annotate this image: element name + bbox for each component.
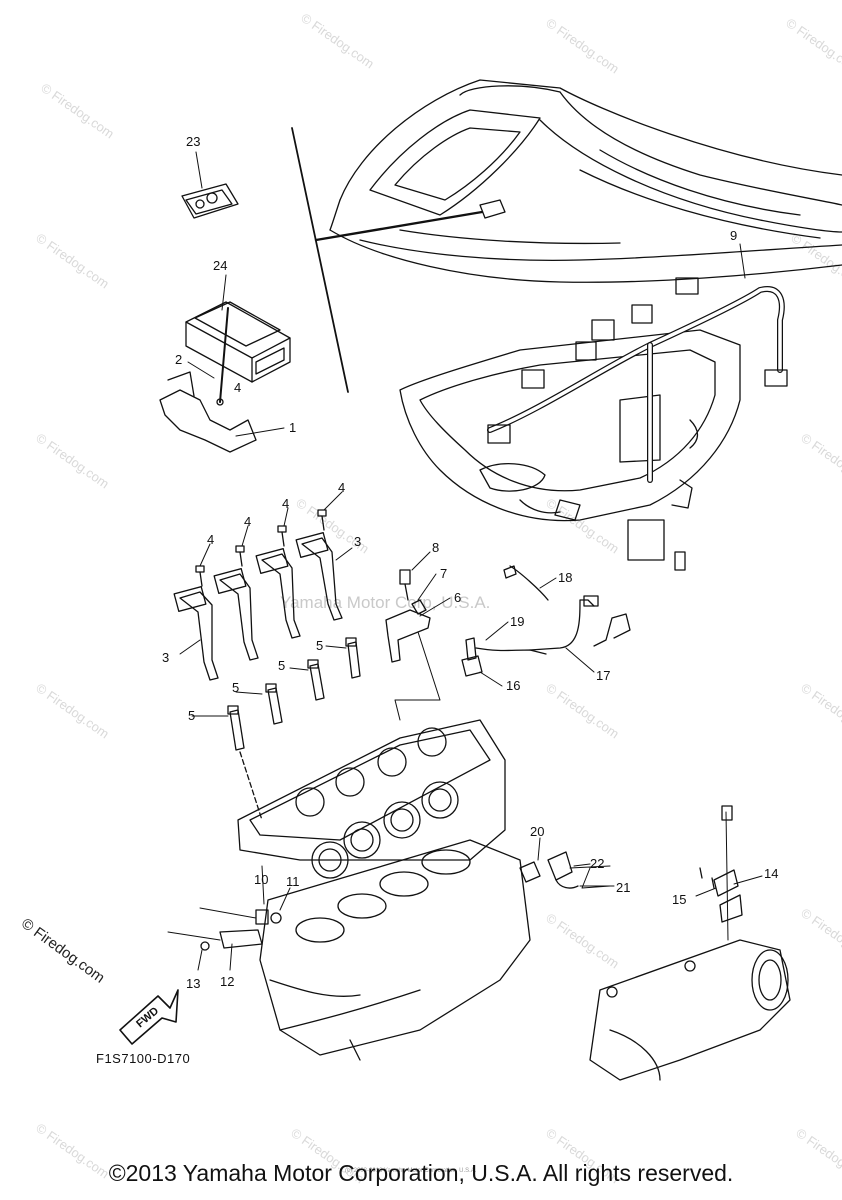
watermark-tile: © Firedog.com	[543, 910, 622, 971]
callout-4c: 4	[282, 496, 289, 511]
callout-17: 17	[596, 668, 610, 683]
key-fob	[181, 183, 239, 219]
callout-18: 18	[558, 570, 572, 585]
callout-13: 13	[186, 976, 200, 991]
callout-5b: 5	[232, 680, 239, 695]
center-watermark: Yamaha Motor Corp, U.S.A.	[280, 593, 490, 612]
wire-harness	[487, 277, 788, 571]
left-sensors	[167, 907, 282, 951]
callout-5a: 5	[188, 708, 195, 723]
callout-22: 22	[590, 856, 604, 871]
bracket-assembly	[159, 307, 257, 453]
diagram-code: F1S7100-D170	[96, 1051, 191, 1066]
callout-21: 21	[616, 880, 630, 895]
tiny-notice: (c) 2003-2016 Yamaha Motor Corporation, …	[345, 1168, 477, 1174]
watermark-tile: © Firedog.com	[33, 680, 112, 741]
callout-3a: 3	[354, 534, 361, 549]
callout-3b: 3	[162, 650, 169, 665]
section-divider	[291, 127, 349, 393]
watermark-tile: © Firedog.com	[543, 495, 622, 556]
callout-5c: 5	[278, 658, 285, 673]
callout-11: 11	[286, 874, 300, 889]
callout-23: 23	[186, 134, 200, 149]
callout-14: 14	[764, 866, 778, 881]
right-sensors	[461, 565, 631, 677]
callout-4e: 4	[234, 380, 241, 395]
ignition-coils	[173, 532, 343, 681]
callout-10: 10	[254, 872, 268, 887]
watermark-tile: © Firedog.com	[543, 680, 622, 741]
callout-12: 12	[220, 974, 234, 989]
callout-4d: 4	[338, 480, 345, 495]
callouts: 1 2 3 3 4 4 4 4 4 5 5 5 5 6 7 8 9 10 11 …	[162, 134, 778, 991]
engine-top-assembly	[399, 329, 741, 522]
callout-1: 1	[289, 420, 296, 435]
knock-sensor	[519, 851, 611, 889]
callout-15: 15	[672, 892, 686, 907]
watermark-tile: © Firedog.com	[783, 15, 842, 76]
fwd-arrow	[119, 989, 179, 1045]
callout-4b: 4	[244, 514, 251, 529]
callout-9: 9	[730, 228, 737, 243]
watermark-tile: © Firedog.com	[298, 10, 377, 71]
watermark-tile: © Firedog.com	[38, 80, 117, 141]
callout-19: 19	[510, 614, 524, 629]
watermark-tile: © Firedog.com	[33, 430, 112, 491]
callout-5d: 5	[316, 638, 323, 653]
coil-bolts	[195, 509, 327, 587]
cylinder-head	[237, 719, 506, 879]
copyright-footer: ©2013 Yamaha Motor Corporation, U.S.A. A…	[108, 1160, 734, 1186]
watermark-tile: © Firedog.com	[33, 230, 112, 291]
watermark-tile: © Firedog.com	[788, 230, 842, 291]
callout-16: 16	[506, 678, 520, 693]
watermark-tile: © Firedog.com	[798, 430, 842, 491]
watermark-tile: © Firedog.com	[543, 15, 622, 76]
callout-4a: 4	[207, 532, 214, 547]
fwd-label: FWD	[134, 1005, 161, 1030]
watermark-tile: © Firedog.com	[798, 680, 842, 741]
ecu-box	[185, 301, 291, 383]
leader-line	[314, 210, 484, 242]
sensor-bracket-parts	[385, 569, 441, 721]
intake-assembly	[589, 805, 791, 1081]
watermark-tile: © Firedog.com	[798, 905, 842, 966]
spark-plugs	[227, 637, 361, 821]
cylinder-block	[259, 839, 531, 1061]
callout-leaders	[179, 151, 763, 971]
callout-8: 8	[432, 540, 439, 555]
callout-24: 24	[213, 258, 227, 273]
callout-6: 6	[454, 590, 461, 605]
callout-2: 2	[175, 352, 182, 367]
callout-20: 20	[530, 824, 544, 839]
watercraft-hull	[329, 79, 842, 283]
callout-7: 7	[440, 566, 447, 581]
